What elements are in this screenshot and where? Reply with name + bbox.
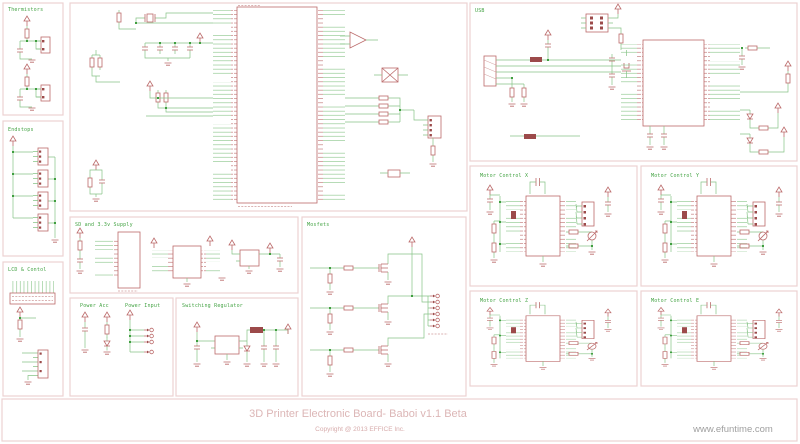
mcu-pin-gaps (213, 18, 345, 192)
mcu-isp-circuit (146, 80, 213, 117)
section-motor-z: Motor Control Z (469, 290, 638, 387)
opamp-symbol (349, 31, 367, 49)
small-ic (387, 169, 401, 178)
section-power: Power Acc Power Input (69, 297, 174, 397)
mcu-aref-circuit (87, 159, 106, 202)
motor-x-label: Motor Control X (480, 173, 528, 179)
section-motor-e: Motor Control E (640, 290, 798, 387)
section-usb: USB (469, 2, 798, 162)
aux-connector (427, 115, 442, 139)
section-mcu (69, 2, 468, 212)
inductor (250, 327, 263, 333)
section-switching-regulator: Switching Regulator (175, 297, 299, 397)
ferrite-bead-2 (524, 134, 536, 139)
sheet-copyright: Copyright @ 2013 EFFICE Inc. (315, 426, 405, 433)
usb-connector (483, 55, 501, 87)
mosfet-circuit-2 (310, 295, 413, 335)
sd-supply-label: SD and 3.3v Supply (75, 222, 133, 228)
motor-e-label: Motor Control E (651, 298, 699, 304)
lcd-wiring (19, 317, 38, 380)
power-acc-circuit (81, 311, 111, 355)
lcd-header-pins (11, 281, 54, 293)
lcd-header (9, 292, 56, 305)
usb-bypass-caps (646, 126, 668, 150)
regulator-ic (239, 249, 260, 267)
section-endstops: LCD & Contol Endstops (2, 120, 64, 257)
section-mosfets: Mosfets (301, 216, 467, 397)
lcd-aux-connector (37, 349, 49, 379)
usb-led-circuit (740, 102, 788, 155)
usb-label: USB (475, 8, 485, 14)
sheet-website: www.efuntime.com (692, 424, 773, 435)
section-motor-x: Motor Control X (469, 165, 638, 287)
sd-card-connector (117, 231, 141, 289)
title-block: 3D Printer Electronic Board- Baboi v1.1 … (1, 398, 798, 442)
section-sd-supply: SD and 3.3v Supply (69, 216, 299, 294)
power-input-circuit (126, 309, 154, 355)
mcu-right-components (340, 31, 442, 178)
endstops-label-text: Endstops (8, 127, 34, 133)
mosfet-circuit-3 (310, 313, 428, 377)
motor-z-label: Motor Control Z (480, 298, 528, 304)
section-motor-y: Motor Control Y (640, 165, 798, 287)
mosfets-label: Mosfets (307, 222, 329, 228)
mcu-crystal-circuit (116, 9, 213, 30)
mcu-left-resistors (89, 50, 120, 83)
power-acc-label: Power Acc (80, 303, 109, 309)
motor-y-label: Motor Control Y (651, 173, 699, 179)
ferrite-bead (530, 57, 542, 62)
endstops-wiring (12, 146, 56, 238)
sheet-title: 3D Printer Electronic Board- Baboi v1.1 … (249, 408, 468, 420)
section-lcd-control: LCD & Contol (2, 261, 64, 397)
section-thermistors: Thermistors (2, 2, 64, 116)
lcd-control-label: LCD & Contol (8, 267, 47, 273)
thermistors-label: Thermistors (8, 7, 43, 13)
switching-regulator-label: Switching Regulator (182, 303, 243, 309)
power-input-label: Power Input (125, 303, 160, 309)
mosfet-circuit-1 (310, 253, 428, 303)
usb-input-wiring (501, 29, 621, 139)
mcu-decoupling-caps (141, 32, 213, 66)
usb-reset-circuit (738, 45, 792, 93)
